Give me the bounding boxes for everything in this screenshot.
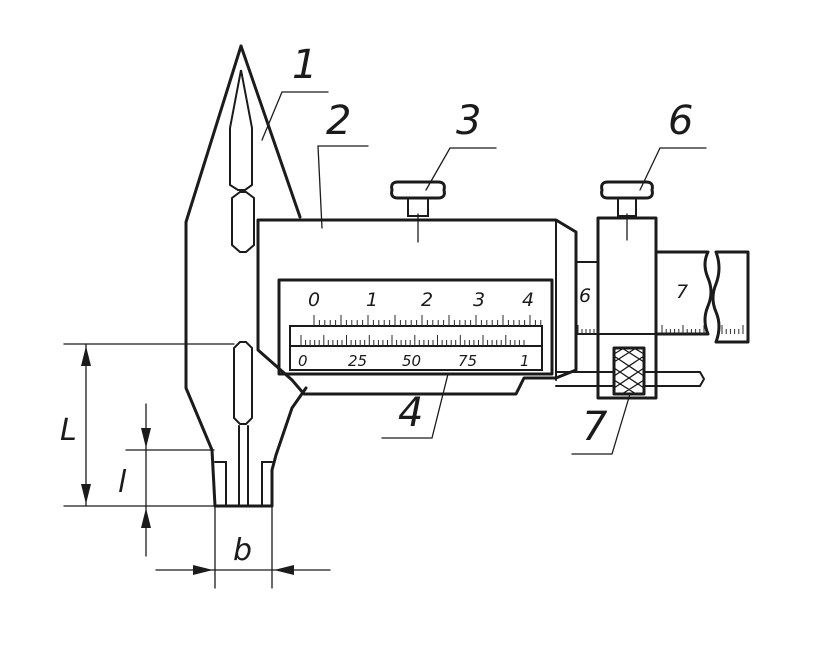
dim-label-l: l (118, 465, 127, 500)
part-label-2: 2 (326, 98, 351, 144)
main-scale-number: 4 (522, 289, 534, 311)
fine-adjust-screw-head (600, 180, 654, 200)
clamp-screw-neck (407, 197, 429, 217)
clamp-screw-3 (390, 180, 446, 243)
clamp-screw-head (390, 180, 446, 200)
frame (256, 218, 578, 396)
dim-arrow-L-top (81, 346, 91, 366)
dim-label-b: b (233, 533, 252, 568)
vernier-scale-number: 1 (520, 352, 530, 370)
dim-arrow-L-bottom (81, 484, 91, 504)
dim-arrow-b-left (193, 565, 213, 575)
callouts: 1 2 3 4 6 7 (261, 42, 707, 455)
part-label-1: 1 (292, 42, 317, 88)
clamp-unit-scale-label: 6 (579, 285, 591, 307)
jaw-upper-flank (239, 44, 302, 219)
feed-nut-knurl (613, 347, 645, 395)
main-scale-number: 2 (421, 289, 433, 311)
leader-line-4 (381, 373, 449, 439)
part-label-6: 6 (668, 98, 693, 144)
beam-link: 6 (575, 261, 599, 335)
beam: 7 (654, 250, 750, 344)
jaw-slot-upper (229, 69, 253, 191)
beam-ticks (661, 325, 744, 334)
part-label-7: 7 (582, 404, 608, 450)
beam-right-segment (711, 250, 750, 344)
leader-line-2 (317, 145, 369, 229)
jaw-tip-slit (238, 425, 249, 507)
jaw (184, 44, 308, 508)
vernier-plate (289, 325, 543, 371)
dim-arrow-l-top (141, 428, 151, 448)
leader-line-7 (571, 393, 631, 455)
vernier-scale-number: 50 (402, 352, 421, 370)
leader-line-6 (639, 147, 707, 191)
vernier-scale-number: 25 (348, 352, 367, 370)
leader-line-1 (261, 91, 329, 141)
beam-left-segment (654, 250, 713, 336)
dim-arrow-l-bottom (141, 508, 151, 528)
beam-link-ticks (577, 325, 595, 334)
main-scale-number: 0 (308, 289, 320, 311)
dimensions: L l b (60, 343, 331, 589)
dim-label-L: L (60, 413, 77, 448)
frame-outline (256, 218, 578, 396)
feed-rod (555, 371, 706, 387)
jaw-slot-middle (231, 191, 255, 253)
clamp-unit (555, 180, 706, 400)
fine-adjust-screw-neck (617, 197, 637, 217)
vernier-scale-number: 75 (458, 352, 477, 370)
main-scale-ticks (313, 315, 542, 326)
jaw-slot-lower (233, 341, 253, 425)
leader-line-3 (425, 147, 497, 191)
vernier-scale-number: 0 (298, 352, 308, 370)
jaw-tip-steps (214, 461, 273, 507)
main-scale-number: 1 (366, 289, 378, 311)
beam-scale-label: 7 (676, 281, 688, 303)
vernier-scale-ticks (300, 335, 525, 346)
scale-window: 0 1 2 3 4 0 25 50 75 1 (277, 278, 554, 376)
part-label-4: 4 (398, 390, 423, 436)
part-label-3: 3 (456, 98, 481, 144)
main-scale-number: 3 (473, 289, 485, 311)
jaw-outline (184, 44, 308, 508)
main-scale-window (277, 278, 554, 376)
dim-arrow-b-right (274, 565, 294, 575)
